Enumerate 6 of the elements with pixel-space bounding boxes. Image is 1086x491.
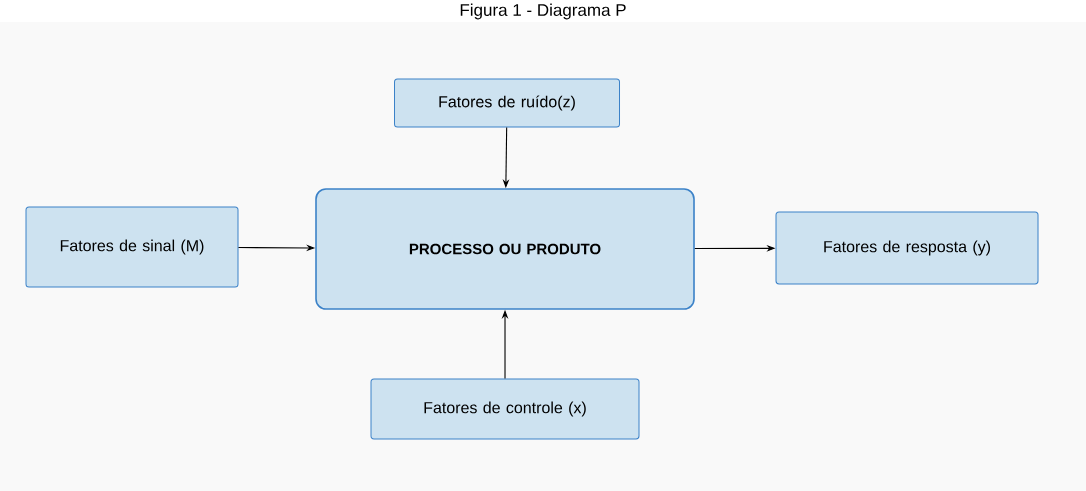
factor-box: Fatores de controle (x) [370,378,640,440]
figure-title: Figura 1 - Diagrama P [460,3,626,20]
process-box: PROCESSO OU PRODUTO [315,188,695,310]
factor-box: Fatores de ruído(z) [394,78,620,128]
factor-box: Fatores de sinal (M) [25,206,239,288]
factor-box: Fatores de resposta (y) [775,211,1039,285]
